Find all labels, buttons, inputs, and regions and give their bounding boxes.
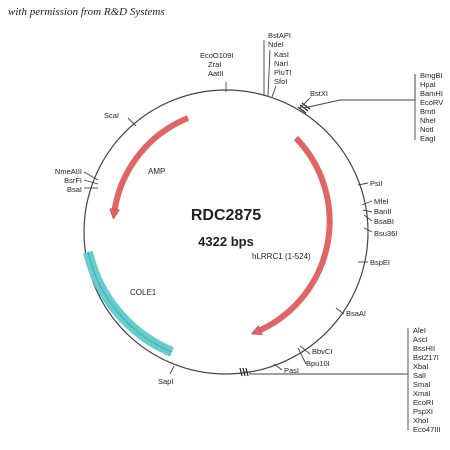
- site-label: BmtI: [420, 107, 435, 116]
- site-label-sapi: SapI: [158, 377, 173, 386]
- site-label: BmgBI: [420, 71, 443, 80]
- site-label-bsaai: BsaAI: [346, 309, 366, 318]
- site-group-mcs-bottom: AleI AscI BssHII BstZ17I XbaI SalI SmaI …: [413, 326, 441, 434]
- site-label: PspXI: [413, 407, 433, 416]
- site-group-left: NmeAIII BsrFI BsaI: [55, 167, 82, 194]
- plasmid-name: RDC2875: [191, 207, 261, 224]
- site-label: AatII: [208, 69, 223, 78]
- site-label: EcoRI: [413, 398, 433, 407]
- site-label: AscI: [413, 335, 428, 344]
- site-label: BsrFI: [64, 176, 82, 185]
- site-label: XbaI: [413, 362, 428, 371]
- site-label: NarI: [274, 59, 288, 68]
- site-label: Eco47III: [413, 425, 441, 434]
- plasmid-backbone: [83, 89, 369, 375]
- site-label: BstAPI: [268, 31, 291, 40]
- site-group-right-mid: MfeI BanII BsaBI: [374, 197, 394, 226]
- site-label: EagI: [420, 134, 435, 143]
- site-label: XmaI: [413, 389, 431, 398]
- hlrrc1-feature-arrow: [256, 135, 333, 332]
- site-label: NotI: [420, 125, 434, 134]
- site-label-scai: ScaI: [104, 111, 119, 120]
- site-label: SalI: [413, 371, 426, 380]
- feature-label-cole1: COLE1: [130, 288, 157, 297]
- site-label: BamHI: [420, 89, 443, 98]
- amp-feature-arrow: [114, 115, 190, 214]
- site-label: NmeAIII: [55, 167, 82, 176]
- site-label: BsaBI: [374, 217, 394, 226]
- site-label: SfoI: [274, 77, 287, 86]
- site-label: ZraI: [208, 60, 221, 69]
- site-label: BsaI: [67, 185, 82, 194]
- site-group-top: BstAPI NdeI KasI NarI PluTI SfoI: [268, 31, 292, 86]
- feature-label-hlrrc1: hLRRC1 (1-524): [252, 252, 311, 261]
- site-group-top-left: EcoO109I ZraI AatII: [200, 51, 233, 78]
- site-label: XhoI: [413, 416, 428, 425]
- site-label: MfeI: [374, 197, 389, 206]
- site-label: NheI: [420, 116, 436, 125]
- site-label: BssHII: [413, 344, 435, 353]
- site-label: EcoRV: [420, 98, 443, 107]
- site-label-pasi: PasI: [284, 366, 299, 375]
- site-label: NdeI: [268, 40, 284, 49]
- site-label-psii: PsiI: [370, 179, 383, 188]
- feature-label-amp: AMP: [148, 167, 165, 176]
- site-label: AleI: [413, 326, 426, 335]
- site-label-bspei: BspEI: [370, 258, 390, 267]
- site-label-bsu36i: Bsu36I: [374, 229, 397, 238]
- site-label: KasI: [274, 50, 289, 59]
- site-label: BanII: [374, 207, 392, 216]
- site-label: Bpu10I: [306, 359, 330, 368]
- permission-caption: with permission from R&D Systems: [8, 6, 165, 18]
- site-group-mcs-top: BmgBI HpaI BamHI EcoRV BmtI NheI NotI Ea…: [420, 71, 443, 143]
- site-label: BbvCI: [312, 347, 332, 356]
- site-label: HpaI: [420, 80, 436, 89]
- site-label: BstZ17I: [413, 353, 439, 362]
- plasmid-size: 4322 bps: [198, 234, 254, 249]
- leader-lines: [83, 40, 416, 430]
- site-label-bstxi: BstXI: [310, 89, 328, 98]
- site-label: EcoO109I: [200, 51, 233, 60]
- site-label: PluTI: [274, 68, 292, 77]
- site-label: SmaI: [413, 380, 431, 389]
- site-group-bottom-mid: BbvCI Bpu10I: [306, 347, 332, 368]
